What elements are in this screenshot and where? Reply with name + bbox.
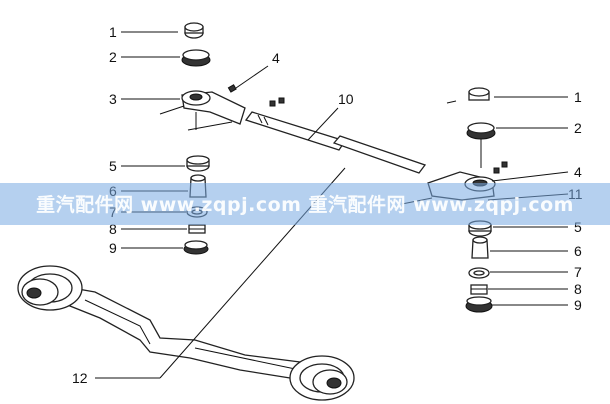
right-cap-9 xyxy=(465,296,493,313)
callout-1-left: 1 xyxy=(109,24,117,40)
callout-9-left: 9 xyxy=(109,240,117,256)
callout-6-right: 6 xyxy=(574,243,582,259)
front-axle xyxy=(17,265,355,401)
callout-3-left: 3 xyxy=(109,91,117,107)
left-spring-8 xyxy=(188,224,206,234)
callout-5-left: 5 xyxy=(109,158,117,174)
callout-2-left: 2 xyxy=(109,49,117,65)
callout-2-right: 2 xyxy=(574,120,582,136)
right-pin-6 xyxy=(471,236,489,259)
watermark-text: 重汽配件网 www.zqpj.com 重汽配件网 www.zqpj.com xyxy=(36,194,574,216)
right-hub xyxy=(289,355,355,401)
callout-10: 10 xyxy=(338,91,354,107)
callout-9-right: 9 xyxy=(574,297,582,313)
left-seal-cap xyxy=(181,49,211,67)
right-seal-cap xyxy=(466,122,496,140)
left-washer-5 xyxy=(186,155,210,172)
right-ring-7 xyxy=(468,267,490,279)
callout-4-left: 4 xyxy=(272,50,280,66)
callout-12: 12 xyxy=(72,370,88,386)
callout-5-right: 5 xyxy=(574,219,582,235)
callout-4-right: 4 xyxy=(574,164,582,180)
right-spring-8 xyxy=(470,284,488,295)
right-nut xyxy=(468,87,490,101)
left-hub xyxy=(17,265,83,311)
left-tie-rod-end xyxy=(159,90,246,130)
left-grease-nipple xyxy=(227,84,285,107)
callout-1-right: 1 xyxy=(574,89,582,105)
left-cap-9 xyxy=(183,240,209,255)
callout-8-left: 8 xyxy=(109,221,117,237)
callout-8-right: 8 xyxy=(574,281,582,297)
watermark-band xyxy=(0,183,610,225)
tie-rod-tube xyxy=(244,111,427,174)
callout-7-right: 7 xyxy=(574,264,582,280)
left-nut xyxy=(184,22,204,39)
